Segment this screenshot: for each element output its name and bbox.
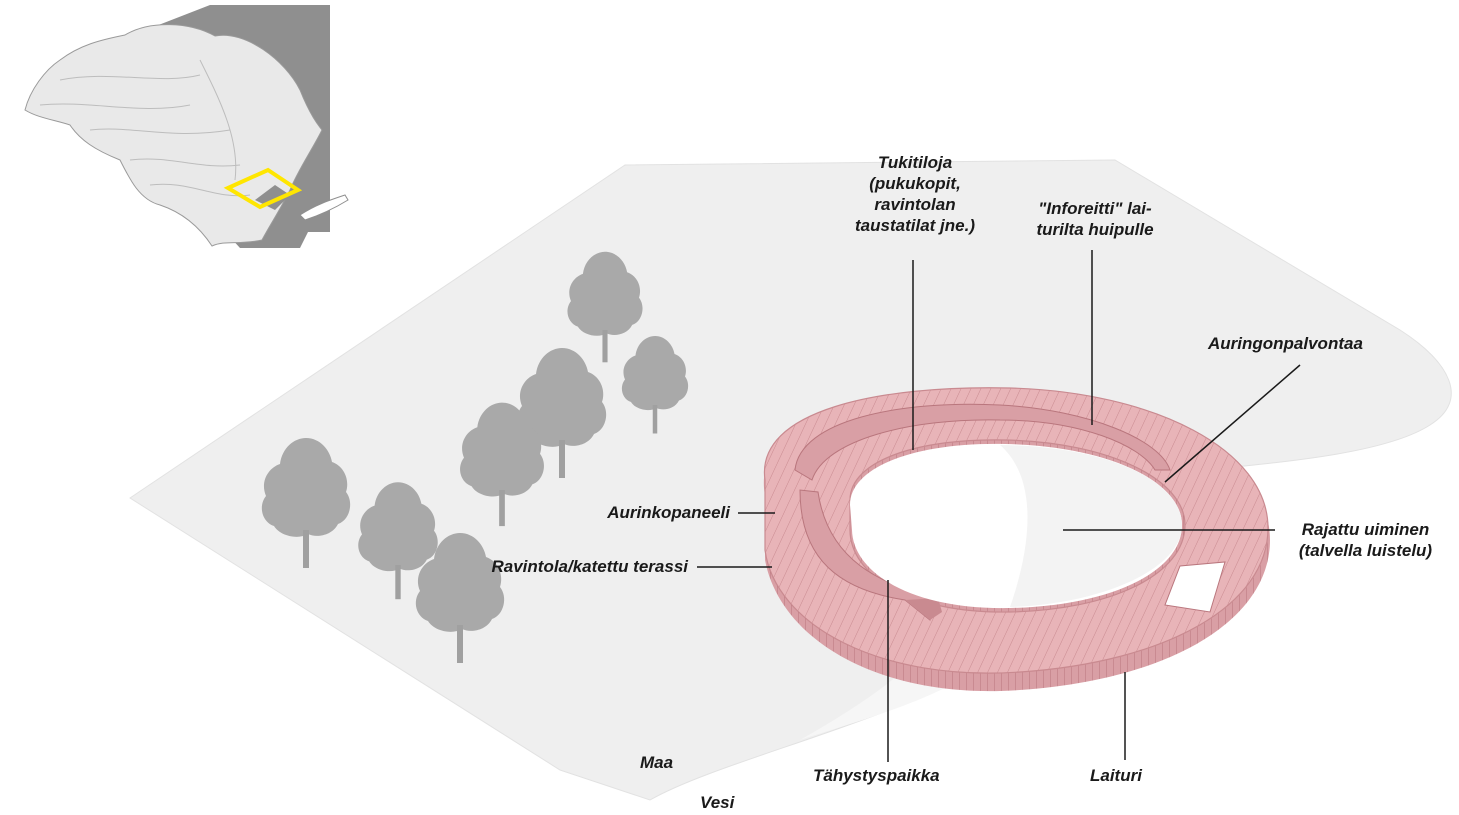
label-aurinkopaneeli: Aurinkopaneeli <box>607 503 730 522</box>
label-auringonpalvontaa: Auringonpalvontaa <box>1208 334 1363 353</box>
label-ravintola: Ravintola/katettu terassi <box>491 557 688 576</box>
label-line: "Inforeitti" lai- <box>1038 199 1152 218</box>
label-inforeitti: "Inforeitti" lai- turilta huipulle <box>1010 198 1180 240</box>
label-line: turilta huipulle <box>1036 220 1154 239</box>
label-tukitiloja: Tukitiloja (pukukopit, ravintolan tausta… <box>845 152 985 236</box>
label-line: (talvella luistelu) <box>1298 541 1433 560</box>
leader-lines <box>697 250 1301 762</box>
label-line: ravintolan <box>874 195 956 214</box>
label-line: taustatilat jne.) <box>855 216 975 235</box>
ring-structure <box>763 387 1270 692</box>
label-line: Tukitiloja <box>877 153 953 172</box>
label-rajattu-uiminen: Rajattu uiminen (talvella luistelu) <box>1278 519 1453 561</box>
island-map-icon <box>24 5 349 248</box>
site-highlight-box <box>223 167 303 210</box>
label-laituri: Laituri <box>1090 766 1142 785</box>
label-line: (pukukopit, <box>869 174 961 193</box>
label-tahystyspaikka: Tähystyspaikka <box>813 766 940 785</box>
label-line: Rajattu uiminen <box>1301 520 1430 539</box>
label-vesi: Vesi <box>700 793 735 812</box>
label-maa: Maa <box>640 753 674 772</box>
